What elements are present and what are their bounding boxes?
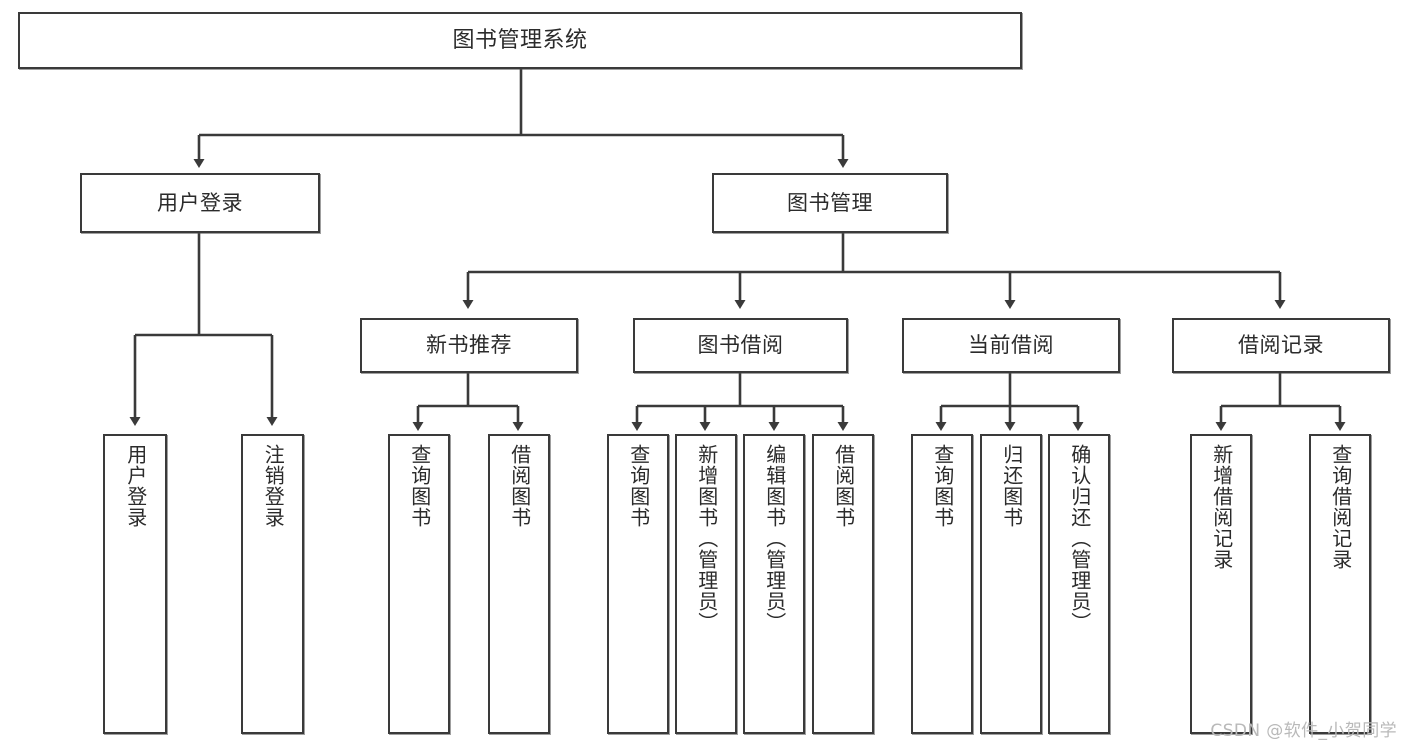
leaf-query-book-1[interactable]: 查询图书 — [388, 434, 450, 734]
node-borrow-record-label: 借阅记录 — [1238, 333, 1324, 358]
leaf-borrow-book-2[interactable]: 借阅图书 — [812, 434, 874, 734]
node-new-book-recommend[interactable]: 新书推荐 — [360, 318, 578, 373]
leaf-edit-book-label: 编辑图书（管理员） — [762, 444, 787, 633]
node-root-label: 图书管理系统 — [452, 27, 588, 53]
leaf-user-login[interactable]: 用户登录 — [103, 434, 167, 734]
leaf-query-book-2[interactable]: 查询图书 — [607, 434, 669, 734]
watermark: CSDN @软件_小贺同学 — [1210, 721, 1397, 741]
leaf-query-book-3[interactable]: 查询图书 — [911, 434, 973, 734]
node-book-borrow-label: 图书借阅 — [697, 333, 784, 358]
node-borrow-record[interactable]: 借阅记录 — [1172, 318, 1390, 373]
node-book-manage[interactable]: 图书管理 — [712, 173, 948, 233]
leaf-borrow-book-2-label: 借阅图书 — [831, 444, 856, 528]
leaf-query-record-label: 查询借阅记录 — [1328, 444, 1353, 570]
node-root[interactable]: 图书管理系统 — [18, 12, 1022, 69]
leaf-query-book-2-label: 查询图书 — [626, 444, 651, 528]
node-book-borrow[interactable]: 图书借阅 — [633, 318, 848, 373]
leaf-borrow-book-1-label: 借阅图书 — [507, 444, 532, 528]
leaf-query-record[interactable]: 查询借阅记录 — [1309, 434, 1371, 734]
node-book-manage-label: 图书管理 — [787, 190, 873, 215]
leaf-logout-label: 注销登录 — [261, 444, 286, 528]
leaf-add-book[interactable]: 新增图书（管理员） — [675, 434, 737, 734]
leaf-confirm-return-label: 确认归还（管理员） — [1067, 444, 1092, 633]
leaf-query-book-1-label: 查询图书 — [407, 444, 432, 528]
node-user-login[interactable]: 用户登录 — [80, 173, 320, 233]
node-current-borrow[interactable]: 当前借阅 — [902, 318, 1120, 373]
node-user-login-label: 用户登录 — [157, 190, 243, 215]
leaf-add-record-label: 新增借阅记录 — [1209, 444, 1234, 570]
leaf-return-book[interactable]: 归还图书 — [980, 434, 1042, 734]
leaf-return-book-label: 归还图书 — [999, 444, 1024, 528]
leaf-add-record[interactable]: 新增借阅记录 — [1190, 434, 1252, 734]
leaf-borrow-book-1[interactable]: 借阅图书 — [488, 434, 550, 734]
node-new-book-recommend-label: 新书推荐 — [426, 333, 512, 358]
leaf-query-book-3-label: 查询图书 — [930, 444, 955, 528]
node-current-borrow-label: 当前借阅 — [968, 333, 1054, 358]
leaf-logout[interactable]: 注销登录 — [241, 434, 304, 734]
leaf-confirm-return[interactable]: 确认归还（管理员） — [1048, 434, 1110, 734]
leaf-add-book-label: 新增图书（管理员） — [694, 444, 719, 633]
leaf-user-login-label: 用户登录 — [123, 444, 148, 528]
leaf-edit-book[interactable]: 编辑图书（管理员） — [743, 434, 805, 734]
